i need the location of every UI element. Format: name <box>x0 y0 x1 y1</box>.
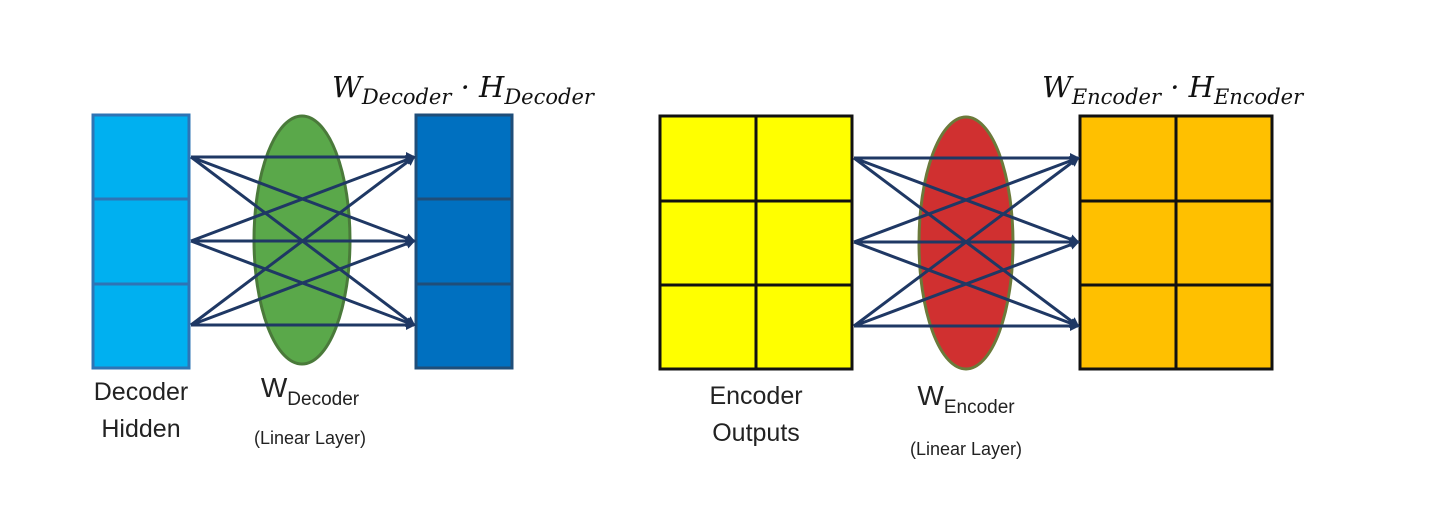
decoder-hidden-label-line2: Hidden <box>101 415 181 443</box>
encoder-formula-dot: · <box>1170 70 1180 104</box>
decoder-formula-h: H <box>479 70 505 104</box>
decoder-projected-cell <box>414 197 514 286</box>
decoder-hidden-label: Decoder Hidden <box>76 374 206 448</box>
decoder-hidden-cell <box>91 282 191 370</box>
encoder-formula-h: H <box>1188 70 1214 104</box>
encoder-output-cell <box>658 114 758 203</box>
encoder-projected-cell <box>1174 283 1274 371</box>
encoder-output-cell <box>658 283 758 371</box>
encoder-weight-letter: W <box>917 380 944 411</box>
encoder-weight-sub: Encoder <box>943 397 1015 418</box>
decoder-connection-arrow <box>190 155 416 327</box>
encoder-outputs-label-line2: Outputs <box>712 419 800 447</box>
encoder-outputs-label: Encoder Outputs <box>686 378 826 452</box>
encoder-connection-arrow <box>853 156 1080 244</box>
encoder-projected-cell <box>1174 199 1274 287</box>
decoder-projected-cell <box>414 282 514 370</box>
encoder-projected-cell <box>1078 283 1178 371</box>
encoder-output-cell <box>658 199 758 287</box>
decoder-connections <box>190 152 416 330</box>
encoder-projected-cell <box>1174 114 1274 203</box>
decoder-hidden-cell <box>91 197 191 286</box>
decoder-linear-layer-label: (Linear Layer) <box>253 428 367 448</box>
encoder-projected-matrix <box>1078 114 1274 371</box>
decoder-hidden-vector <box>91 113 191 370</box>
decoder-formula: WDecoder · HDecoder <box>332 70 594 109</box>
decoder-hidden-label-line1: Decoder <box>93 378 189 406</box>
encoder-formula-w: W <box>1042 70 1072 104</box>
decoder-weight-letter: W <box>260 372 288 403</box>
decoder-connection-arrow <box>190 155 416 243</box>
decoder-formula-w-sub: Decoder <box>361 85 452 109</box>
encoder-output-cell <box>754 199 854 287</box>
encoder-outputs-label-line1: Encoder <box>709 382 803 410</box>
decoder-formula-dot: · <box>460 70 470 104</box>
encoder-connections <box>853 153 1080 331</box>
encoder-formula-w-sub: Encoder <box>1071 85 1161 109</box>
encoder-output-cell <box>754 114 854 203</box>
encoder-outputs-matrix <box>658 114 854 371</box>
decoder-weight-label: WDecoder <box>230 372 390 411</box>
decoder-projected-cell <box>414 113 514 201</box>
encoder-linear-layer-label: (Linear Layer) <box>909 439 1023 459</box>
encoder-formula-h-sub: Encoder <box>1213 85 1304 109</box>
encoder-projected-cell <box>1078 199 1178 287</box>
decoder-connection-arrow <box>190 239 416 327</box>
encoder-projected-cell <box>1078 114 1178 203</box>
decoder-weight-sub: Decoder <box>287 389 360 410</box>
encoder-connection-arrow <box>853 156 1080 328</box>
decoder-formula-w: W <box>332 70 362 104</box>
encoder-connection-arrow <box>853 240 1080 328</box>
encoder-formula: WEncoder · HEncoder <box>1042 70 1303 109</box>
decoder-hidden-cell <box>91 113 191 201</box>
decoder-projected-vector <box>414 113 514 370</box>
decoder-formula-h-sub: Decoder <box>504 85 594 109</box>
encoder-output-cell <box>754 283 854 371</box>
encoder-weight-label: WEncoder <box>886 380 1046 419</box>
